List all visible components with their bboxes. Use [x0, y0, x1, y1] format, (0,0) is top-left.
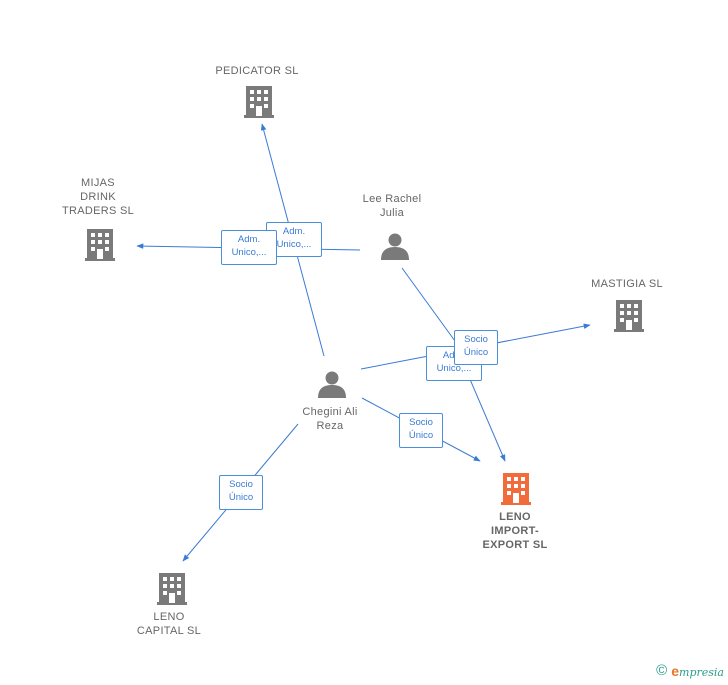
edge-label-adm: Adm. Unico,... — [221, 230, 277, 265]
node-label-mastigia[interactable]: MASTIGIA SL — [591, 278, 663, 290]
person-icon — [318, 371, 346, 398]
empresia-logo[interactable]: © empresia — [656, 662, 724, 679]
edge-label-socio: Socio Único — [219, 475, 263, 510]
building-icon — [614, 300, 644, 332]
person-icon — [381, 233, 409, 260]
node-label-pedicator[interactable]: PEDICATOR SL — [215, 65, 299, 77]
node-label-leno-capital[interactable]: LENO CAPITAL SL — [136, 611, 202, 637]
brand-name: empresia — [671, 662, 724, 679]
building-icon — [244, 86, 274, 118]
node-label-mijas[interactable]: MIJAS DRINK TRADERS SL — [61, 177, 135, 217]
node-label-lee[interactable]: Lee Rachel Julia — [362, 193, 422, 219]
building-icon-highlight — [501, 473, 531, 505]
copyright-symbol: © — [656, 662, 668, 679]
building-icon — [157, 573, 187, 605]
edge-label-socio: Socio Único — [454, 330, 498, 365]
building-icon — [85, 229, 115, 261]
edge-label-socio: Socio Único — [399, 413, 443, 448]
edge-lee-leno-import-tail — [465, 369, 506, 462]
node-label-leno-import[interactable]: LENO IMPORT- EXPORT SL — [482, 511, 548, 551]
node-label-chegini[interactable]: Chegini Ali Reza — [302, 406, 358, 432]
